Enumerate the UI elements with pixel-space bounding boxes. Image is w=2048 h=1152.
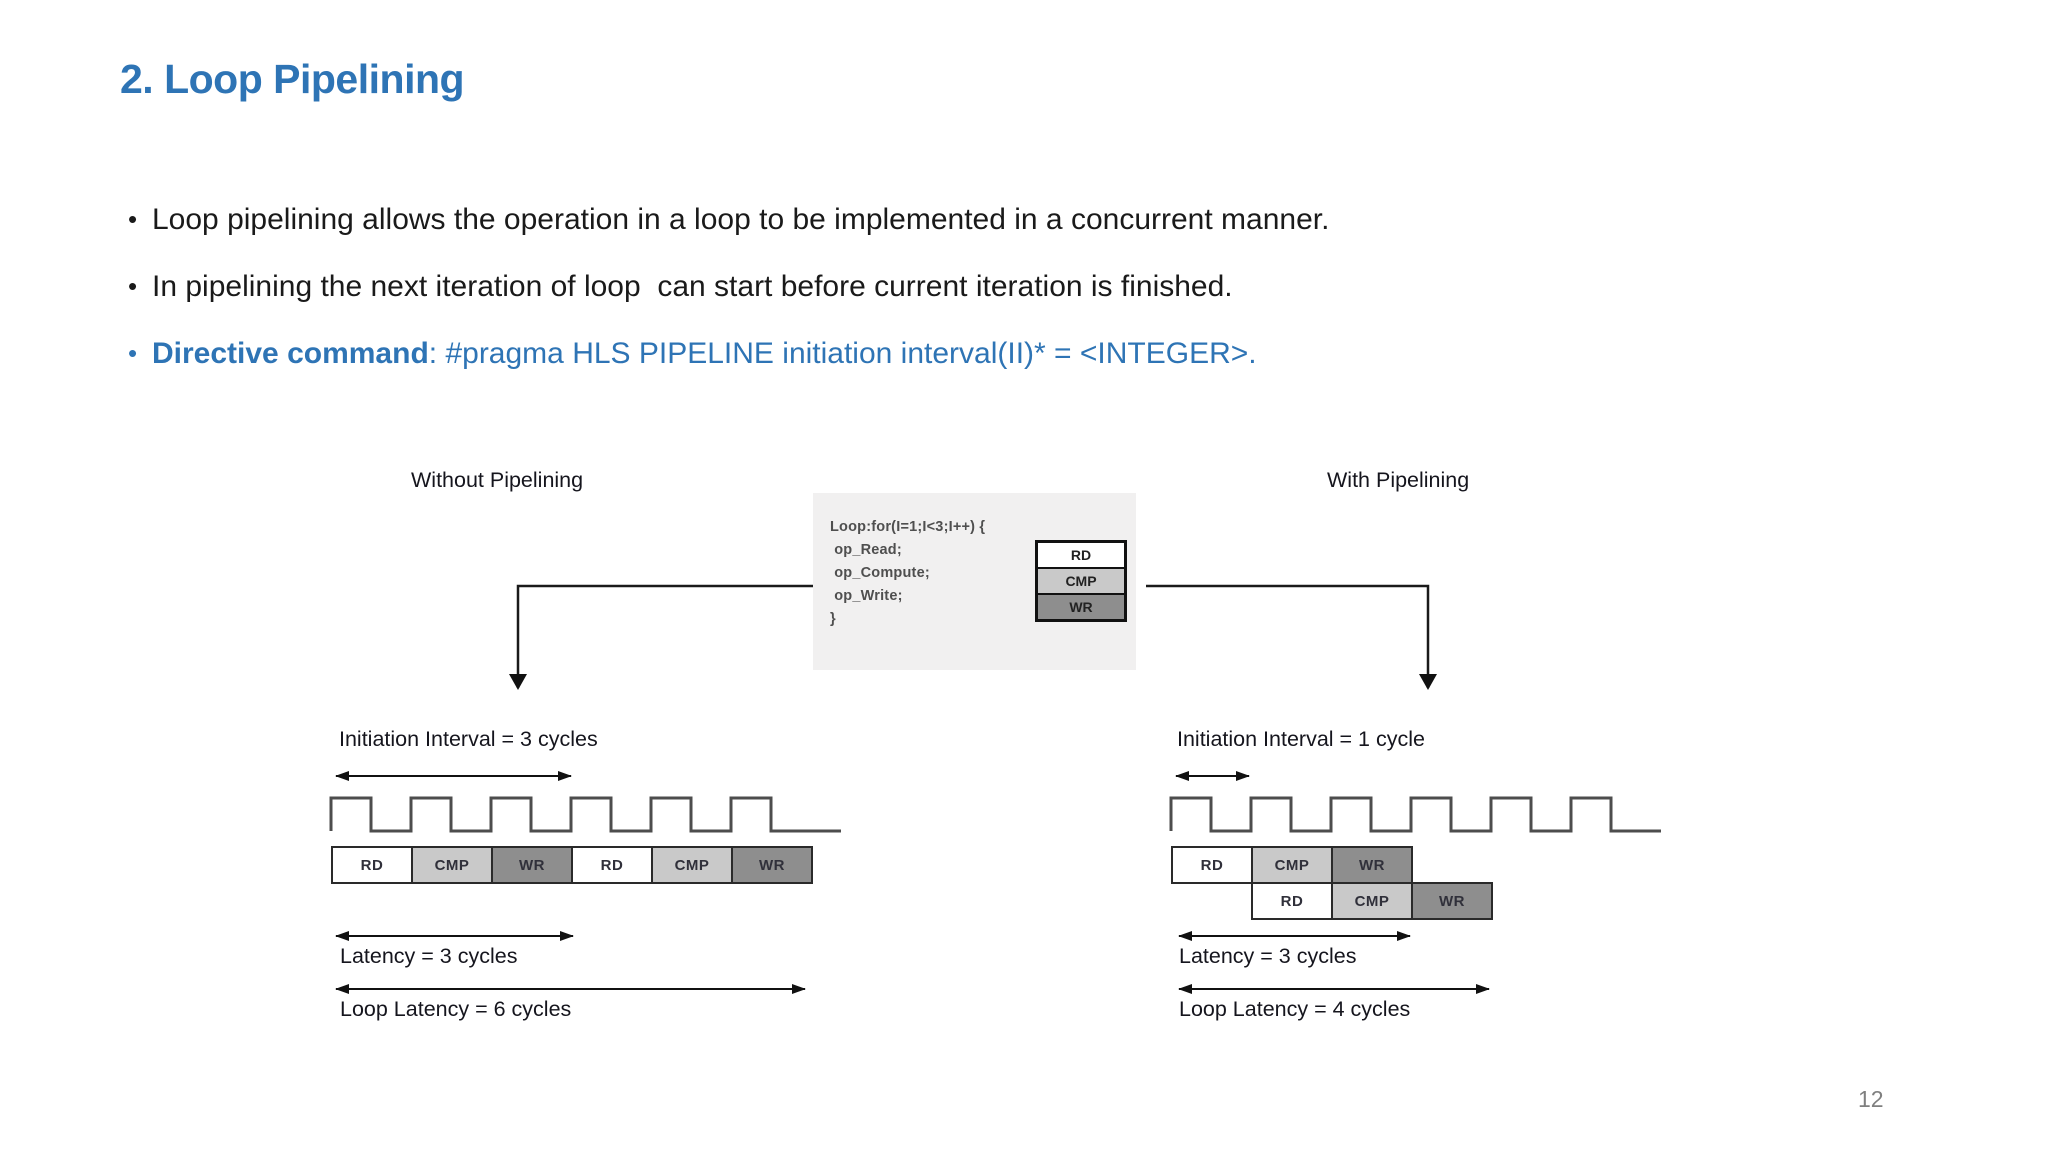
code-line: Loop:for(I=1;I<3;I++) { bbox=[830, 519, 986, 535]
code-line: op_Read; bbox=[830, 542, 902, 558]
stage-block-cmp: CMP bbox=[411, 846, 493, 884]
stage-block-wr: WR bbox=[491, 846, 573, 884]
bullet-text-3-bold: Directive command bbox=[152, 337, 429, 370]
stage-block-cmp: CMP bbox=[1251, 846, 1333, 884]
stack-cell-rd: RD bbox=[1038, 543, 1124, 567]
right-loop-latency-label: Loop Latency = 4 cycles bbox=[1179, 997, 1411, 1021]
stage-block-rd: RD bbox=[1171, 846, 1253, 884]
without-pipelining-heading: Without Pipelining bbox=[411, 468, 584, 492]
bullet-text-2: In pipelining the next iteration of loop… bbox=[152, 270, 1233, 303]
code-line: op_Compute; bbox=[830, 565, 930, 581]
stack-cell-wr: WR bbox=[1038, 595, 1124, 619]
bullet-marker: • bbox=[128, 271, 138, 301]
stage-block-wr: WR bbox=[1411, 882, 1493, 920]
left-loop-latency-label: Loop Latency = 6 cycles bbox=[340, 997, 572, 1021]
left-initiation-interval-label: Initiation Interval = 3 cycles bbox=[339, 727, 598, 751]
with-pipelining-heading: With Pipelining bbox=[1327, 468, 1470, 492]
stage-block-rd: RD bbox=[331, 846, 413, 884]
slide-title: 2. Loop Pipelining bbox=[120, 56, 465, 102]
code-line: op_Write; bbox=[830, 588, 903, 604]
page-number: 12 bbox=[1858, 1086, 1884, 1112]
bullet-item-3: • Directive command: #pragma HLS PIPELINE… bbox=[128, 337, 1257, 371]
stack-cell-cmp: CMP bbox=[1038, 569, 1124, 593]
stage-block-wr: WR bbox=[731, 846, 813, 884]
bullet-item-2: • In pipelining the next iteration of loo… bbox=[128, 270, 1233, 304]
stage-block-wr: WR bbox=[1331, 846, 1413, 884]
bullet-text-1: Loop pipelining allows the operation in … bbox=[152, 203, 1330, 236]
bullet-marker: • bbox=[128, 338, 138, 368]
op-stack-box: RD CMP WR bbox=[1035, 540, 1127, 622]
left-latency-label: Latency = 3 cycles bbox=[340, 944, 518, 968]
code-line: } bbox=[830, 611, 836, 627]
stage-block-cmp: CMP bbox=[651, 846, 733, 884]
bullet-text-3: : #pragma HLS PIPELINE initiation interv… bbox=[428, 337, 1257, 370]
clock-waveform-right bbox=[1169, 796, 1661, 833]
connector-arrow-left bbox=[509, 584, 813, 690]
connector-arrow-right bbox=[1146, 584, 1437, 690]
stage-block-cmp: CMP bbox=[1331, 882, 1413, 920]
loop-code-box: Loop:for(I=1;I<3;I++) { op_Read; op_Comp… bbox=[813, 493, 1136, 670]
clock-waveform-left bbox=[329, 796, 841, 833]
right-latency-label: Latency = 3 cycles bbox=[1179, 944, 1357, 968]
bullet-item-1: • Loop pipelining allows the operation in… bbox=[128, 203, 1329, 237]
right-initiation-interval-label: Initiation Interval = 1 cycle bbox=[1177, 727, 1425, 751]
stage-block-rd: RD bbox=[1251, 882, 1333, 920]
bullet-marker: • bbox=[128, 204, 138, 234]
stage-block-rd: RD bbox=[571, 846, 653, 884]
